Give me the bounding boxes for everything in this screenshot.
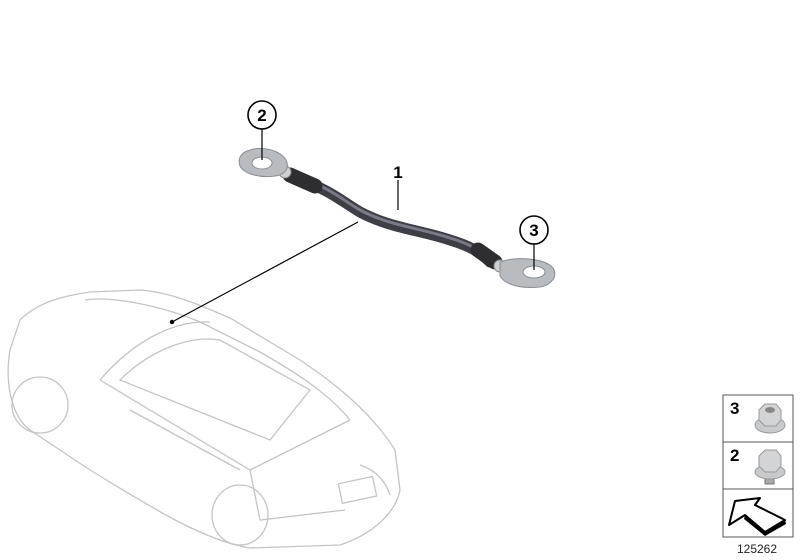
leader-dot (169, 319, 175, 325)
callout-2: 2 (257, 106, 266, 125)
legend-number-2: 2 (730, 446, 739, 465)
leader-line-car (171, 221, 359, 323)
legend-number-3: 3 (730, 399, 739, 418)
callout-3: 3 (529, 221, 538, 240)
callout-1: 1 (393, 163, 402, 182)
flange-bolt-icon (754, 449, 786, 485)
location-arrow-icon (728, 497, 786, 536)
battery-cable (238, 147, 556, 288)
ring-terminal-right (499, 258, 556, 288)
diagram-id: 125262 (737, 542, 777, 556)
parts-legend: 3 2 (722, 394, 794, 538)
flange-nut-icon (754, 403, 786, 434)
car-outline (7, 289, 401, 549)
ring-terminal-left (238, 147, 288, 178)
